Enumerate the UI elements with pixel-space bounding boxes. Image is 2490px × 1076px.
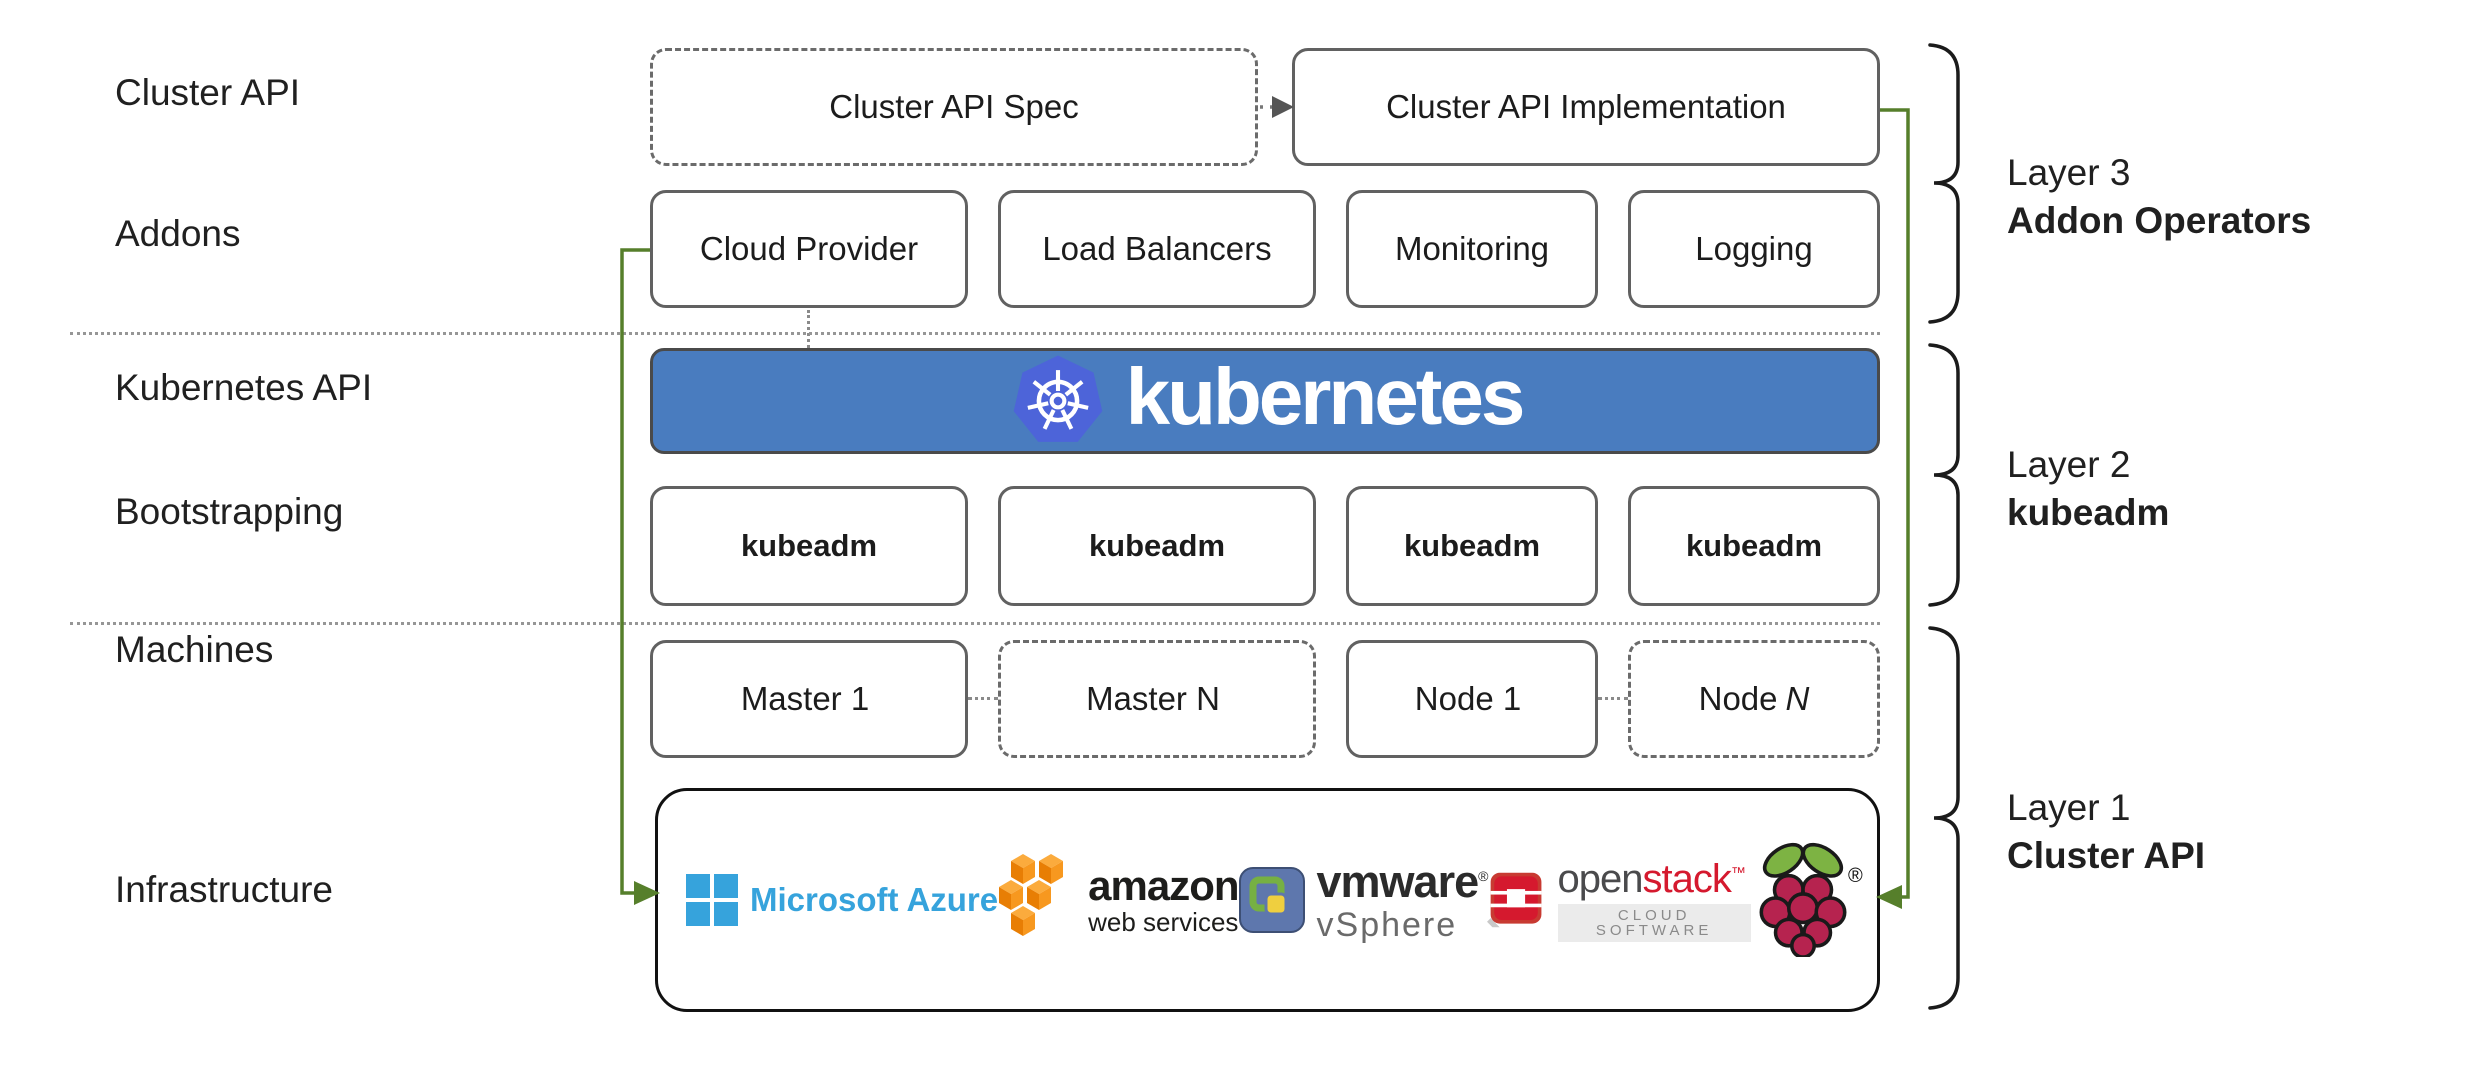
raspberry-pi-icon	[1759, 842, 1847, 959]
spec-to-impl-arrowhead-icon	[1272, 96, 1294, 118]
machine-box-node-n: Node N	[1628, 640, 1880, 758]
addon-label: Cloud Provider	[699, 230, 919, 267]
kubeadm-box-1: kubeadm	[650, 486, 968, 606]
machine-box-node-1: Node 1	[1346, 640, 1598, 758]
kubeadm-label: kubeadm	[1685, 528, 1823, 563]
openstack-trademark: ™	[1730, 864, 1746, 882]
windows-icon	[686, 874, 738, 926]
kubeadm-box-4: kubeadm	[1628, 486, 1880, 606]
layer-3-title: Layer 3	[2007, 152, 2131, 193]
amazon-wordmark: amazon	[1088, 862, 1239, 909]
row-label-addons: Addons	[115, 213, 241, 254]
raspberry-pi-registered-mark: ®	[1848, 864, 1863, 887]
kubeadm-box-3: kubeadm	[1346, 486, 1598, 606]
cloud-software-text: CLOUD SOFTWARE	[1557, 903, 1751, 942]
web-services-text: web services	[1088, 907, 1239, 937]
kubeadm-label: kubeadm	[740, 528, 878, 563]
aws-logo: amazon web services	[998, 852, 1240, 948]
layer-2-title: Layer 2	[2007, 444, 2131, 485]
layer-1-label: Layer 1 Cluster API	[2007, 784, 2205, 879]
row-label-machines: Machines	[115, 629, 274, 670]
addon-label: Monitoring	[1394, 230, 1550, 267]
openstack-stack-text: stack	[1642, 856, 1731, 901]
cluster-api-spec-label: Cluster API Spec	[829, 88, 1079, 125]
openstack-logo: openstack™ CLOUD SOFTWARE	[1487, 856, 1751, 942]
master-ellipsis-connector	[968, 697, 998, 700]
machine-label: Node	[1698, 680, 1778, 717]
layer-1-title: Layer 1	[2007, 787, 2131, 828]
layer-1-name: Cluster API	[2007, 834, 2206, 876]
machine-box-master-1: Master 1	[650, 640, 968, 758]
microsoft-azure-logo: Microsoft Azure	[686, 874, 998, 926]
addon-box-logging: Logging	[1628, 190, 1880, 308]
cluster-api-spec-box: Cluster API Spec	[650, 48, 1258, 166]
aws-cubes-icon	[999, 854, 1064, 936]
brace-layer-3	[1928, 43, 1960, 324]
cluster-api-implementation-box: Cluster API Implementation	[1292, 48, 1880, 166]
green-connector-right	[1880, 108, 1910, 899]
kubeadm-label: kubeadm	[1403, 528, 1541, 563]
addon-box-cloud-provider: Cloud Provider	[650, 190, 968, 308]
kubeadm-box-2: kubeadm	[998, 486, 1316, 606]
row-label-bootstrapping: Bootstrapping	[115, 491, 344, 532]
layer-3-label: Layer 3 Addon Operators	[2007, 149, 2311, 244]
vsphere-text: vSphere	[1316, 905, 1458, 944]
infrastructure-box: Microsoft Azure amazon	[655, 788, 1880, 1012]
kubernetes-logo-icon	[1013, 355, 1102, 442]
layer-2-name: kubeadm	[2007, 491, 2170, 533]
azure-wordmark: Microsoft Azure	[750, 881, 999, 918]
separator-layer2-layer1	[70, 622, 1880, 625]
vsphere-icon	[1238, 867, 1305, 933]
separator-layer3-layer2	[70, 332, 1880, 335]
vmware-wordmark: vmware	[1316, 855, 1480, 907]
green-connector-left	[620, 248, 650, 895]
machine-label-n: N	[1785, 680, 1810, 717]
machine-label: Node 1	[1414, 680, 1522, 717]
brace-layer-1	[1928, 626, 1960, 1010]
kubernetes-wordmark: kubernetes	[1125, 352, 1526, 441]
openstack-open-text: open	[1557, 856, 1644, 901]
kubernetes-api-bar: kubernetes	[650, 348, 1880, 454]
addon-label: Logging	[1695, 230, 1813, 267]
node-ellipsis-connector	[1598, 697, 1628, 700]
openstack-icon	[1487, 872, 1542, 928]
row-label-infrastructure: Infrastructure	[115, 869, 333, 910]
machine-box-master-n: Master N	[998, 640, 1316, 758]
cluster-api-implementation-label: Cluster API Implementation	[1386, 88, 1786, 125]
machine-label: Master N	[1086, 680, 1220, 717]
layer-2-label: Layer 2 kubeadm	[2007, 441, 2169, 536]
addon-label: Load Balancers	[1042, 230, 1272, 267]
addon-box-load-balancers: Load Balancers	[998, 190, 1316, 308]
brace-layer-2	[1928, 343, 1960, 607]
vmware-registered-mark: ®	[1478, 867, 1488, 884]
addon-box-monitoring: Monitoring	[1346, 190, 1598, 308]
row-label-cluster-api: Cluster API	[115, 72, 301, 113]
layer-3-name: Addon Operators	[2007, 199, 2312, 241]
row-label-kubernetes-api: Kubernetes API	[115, 367, 373, 408]
machine-label: Master 1	[740, 680, 870, 717]
raspberry-pi-logo: ®	[1751, 839, 1863, 962]
cloud-provider-kubernetes-dotted-link	[807, 310, 810, 348]
kubeadm-label: kubeadm	[1088, 528, 1226, 563]
vmware-vsphere-logo: vmware® vSphere	[1238, 855, 1488, 944]
